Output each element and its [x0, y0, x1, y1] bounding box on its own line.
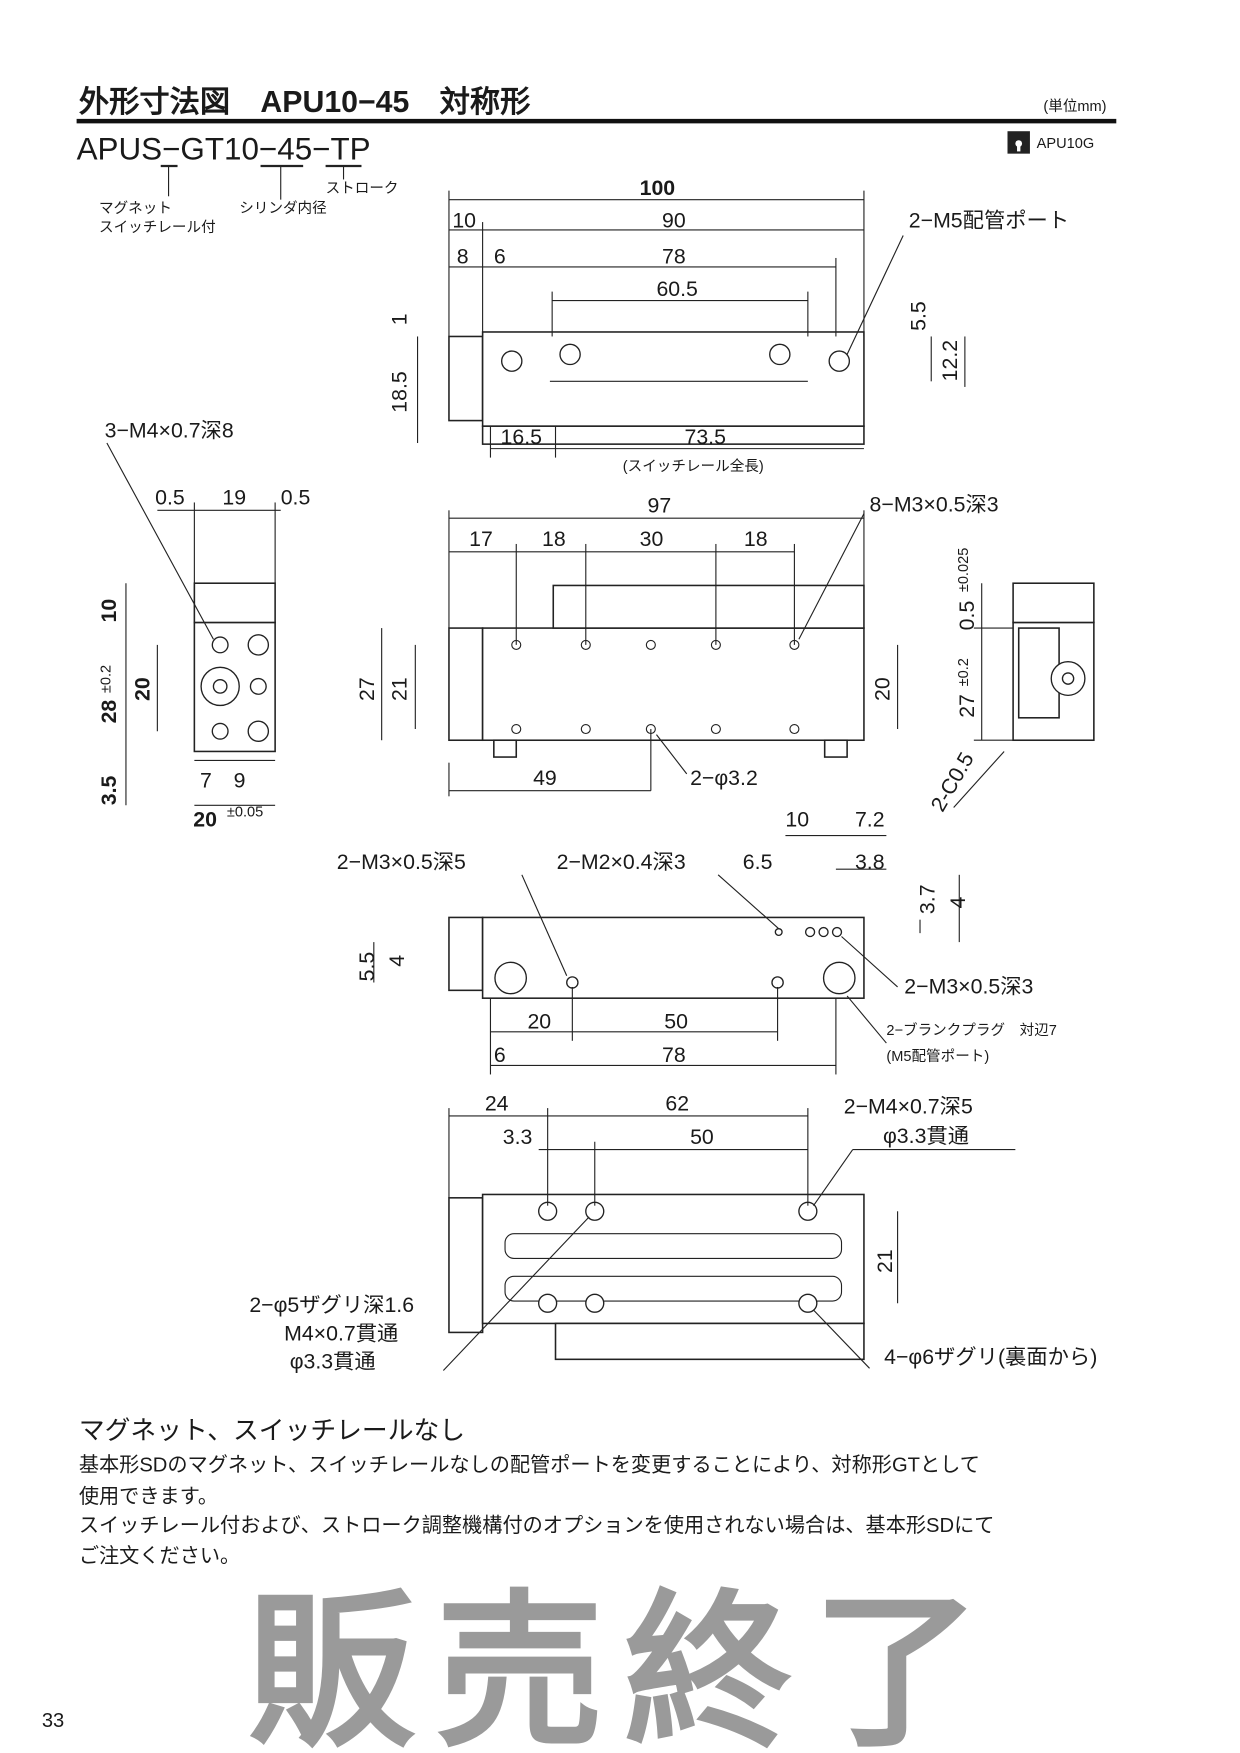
dim-20-h: 20: [193, 808, 217, 832]
dim-4-right: 4: [946, 896, 970, 908]
note-line: スイッチレール付および、ストローク調整機構付のオプションを使用されない場合は、基…: [79, 1514, 995, 1537]
dim-60-5: 60.5: [656, 277, 697, 301]
dim-78: 78: [662, 245, 686, 269]
note-line: 使用できます。: [79, 1485, 218, 1508]
label-thread-m4: 3−M4×0.7深8: [105, 418, 234, 442]
dim-27-right: 27: [955, 694, 979, 718]
callout-magnet: マグネット: [99, 200, 172, 217]
dim-5-5: 5.5: [907, 301, 931, 331]
dim-5-5-bottom: 5.5: [355, 952, 379, 982]
dim-3-3: 3.3: [503, 1125, 533, 1149]
right-side-view: 0.5 ±0.025 27 ±0.2 2-C0.5: [926, 548, 1095, 816]
title-rule: [76, 118, 1117, 124]
dim-0-5-tol: ±0.025: [956, 548, 972, 592]
dim-20-tol: ±0.05: [227, 804, 263, 820]
discontinued-watermark: 販売終了: [247, 1579, 1001, 1753]
dim-62: 62: [665, 1091, 689, 1115]
dim-3-7: 3.7: [916, 884, 940, 914]
dim-0-5-left: 0.5: [155, 486, 185, 510]
label-thread-m3-5: 2−M3×0.5深5: [337, 850, 466, 874]
callout-bore: シリンダ内径: [239, 200, 326, 217]
unit-label: (単位mm): [1043, 98, 1106, 115]
dim-18-5: 18.5: [387, 371, 411, 412]
callout-stroke: ストローク: [326, 180, 399, 197]
dim-30: 30: [640, 527, 664, 551]
dim-10-v: 10: [97, 599, 121, 623]
label-thread-m4-5: 2−M4×0.7深5: [844, 1095, 973, 1119]
underside-view: 24 62 3.3 50 2−M4×0.7深5 φ3.3貫通 21 2−φ5ザグ…: [249, 1091, 1097, 1373]
dim-3-8: 3.8: [855, 850, 885, 874]
dim-97: 97: [647, 494, 671, 518]
dim-6-bottom: 6: [494, 1043, 506, 1067]
label-through-3-3-b: φ3.3貫通: [290, 1349, 376, 1373]
dim-9: 9: [234, 768, 246, 792]
dim-73-5: 73.5: [684, 425, 725, 449]
dim-21-under: 21: [873, 1249, 897, 1273]
dim-49: 49: [533, 766, 557, 790]
dim-20-front: 20: [871, 677, 895, 701]
rail-note: (スイッチレール全長): [623, 457, 764, 475]
label-port: 2−M5配管ポート: [909, 209, 1069, 233]
dim-24: 24: [485, 1091, 509, 1115]
dim-28: 28: [97, 700, 121, 724]
label-holes-3-2: 2−φ3.2: [690, 766, 758, 790]
bottom-view: 2−M3×0.5深5 2−M2×0.4深3 10 7.2 6.5 3.8 3.7…: [337, 808, 1057, 1075]
dim-19: 19: [222, 486, 246, 510]
dim-28-tol: ±0.2: [98, 665, 114, 693]
note-line: ご注文ください。: [79, 1544, 240, 1567]
dim-78-bottom: 78: [662, 1043, 686, 1067]
dim-7-2: 7.2: [855, 808, 885, 832]
label-blank-plug: 2−ブランクプラグ 対辺7: [886, 1021, 1057, 1039]
dim-12-2: 12.2: [938, 340, 962, 381]
dim-10-bottom: 10: [785, 808, 809, 832]
dim-27-tol: ±0.2: [956, 658, 972, 686]
cad-label: APU10G: [1037, 136, 1095, 152]
page-number: 33: [42, 1710, 64, 1732]
dim-16-5: 16.5: [501, 425, 542, 449]
dim-3-5: 3.5: [97, 776, 121, 806]
dim-18-b: 18: [744, 527, 768, 551]
front-view: 97 8−M3×0.5深3 17 18 30 18 27 21 20 49 2−…: [355, 492, 999, 797]
dim-8: 8: [457, 245, 469, 269]
label-back-counterbore: 4−φ6ザグリ(裏面から): [884, 1345, 1097, 1369]
dim-10: 10: [452, 209, 476, 233]
dim-90: 90: [662, 209, 686, 233]
dim-100: 100: [640, 176, 676, 200]
dim-20-v: 20: [131, 677, 155, 701]
dim-6: 6: [494, 245, 506, 269]
dim-7: 7: [200, 768, 212, 792]
label-m4-through: M4×0.7貫通: [284, 1321, 398, 1345]
cad-key-icon: [1007, 131, 1030, 154]
label-blank-plug-port: (M5配管ポート): [886, 1048, 989, 1065]
model-callout-lines: [160, 164, 362, 200]
dim-0-5-v: 0.5: [955, 601, 979, 631]
label-thread-m3-3: 2−M3×0.5深3: [904, 975, 1033, 999]
label-thread-m3: 8−M3×0.5深3: [870, 492, 999, 516]
note-heading: マグネット、スイッチレールなし: [79, 1416, 465, 1445]
dim-1: 1: [387, 313, 411, 325]
note-line: 基本形SDのマグネット、スイッチレールなしの配管ポートを変更することにより、対称…: [79, 1453, 980, 1476]
callout-magnet-rail: スイッチレール付: [99, 219, 216, 236]
label-chamfer: 2-C0.5: [926, 748, 979, 815]
label-through-3-3: φ3.3貫通: [883, 1124, 969, 1148]
dim-21: 21: [387, 677, 411, 701]
label-thread-m2: 2−M2×0.4深3: [557, 850, 686, 874]
dim-27: 27: [355, 677, 379, 701]
dim-20-bottom: 20: [527, 1009, 551, 1033]
model-code: APUS−GT10−45−TP: [77, 131, 371, 166]
left-side-view: 3−M4×0.7深8 0.5 19 0.5 10 28 ±0.2 20 3.5 …: [97, 418, 310, 831]
top-view: 100 10 90 8 6 78 60.5 2−M5配管ポート 1 18.5 5…: [387, 176, 1069, 475]
dim-18-a: 18: [542, 527, 566, 551]
dim-50-under: 50: [690, 1125, 714, 1149]
dim-4-left: 4: [385, 955, 409, 967]
dim-0-5-right: 0.5: [281, 486, 311, 510]
dim-50-bottom: 50: [664, 1009, 688, 1033]
dim-6-5: 6.5: [743, 850, 773, 874]
dim-17: 17: [469, 527, 493, 551]
page-title: 外形寸法図 APU10−45 対称形: [79, 85, 531, 119]
label-counterbore: 2−φ5ザグリ深1.6: [249, 1293, 414, 1317]
